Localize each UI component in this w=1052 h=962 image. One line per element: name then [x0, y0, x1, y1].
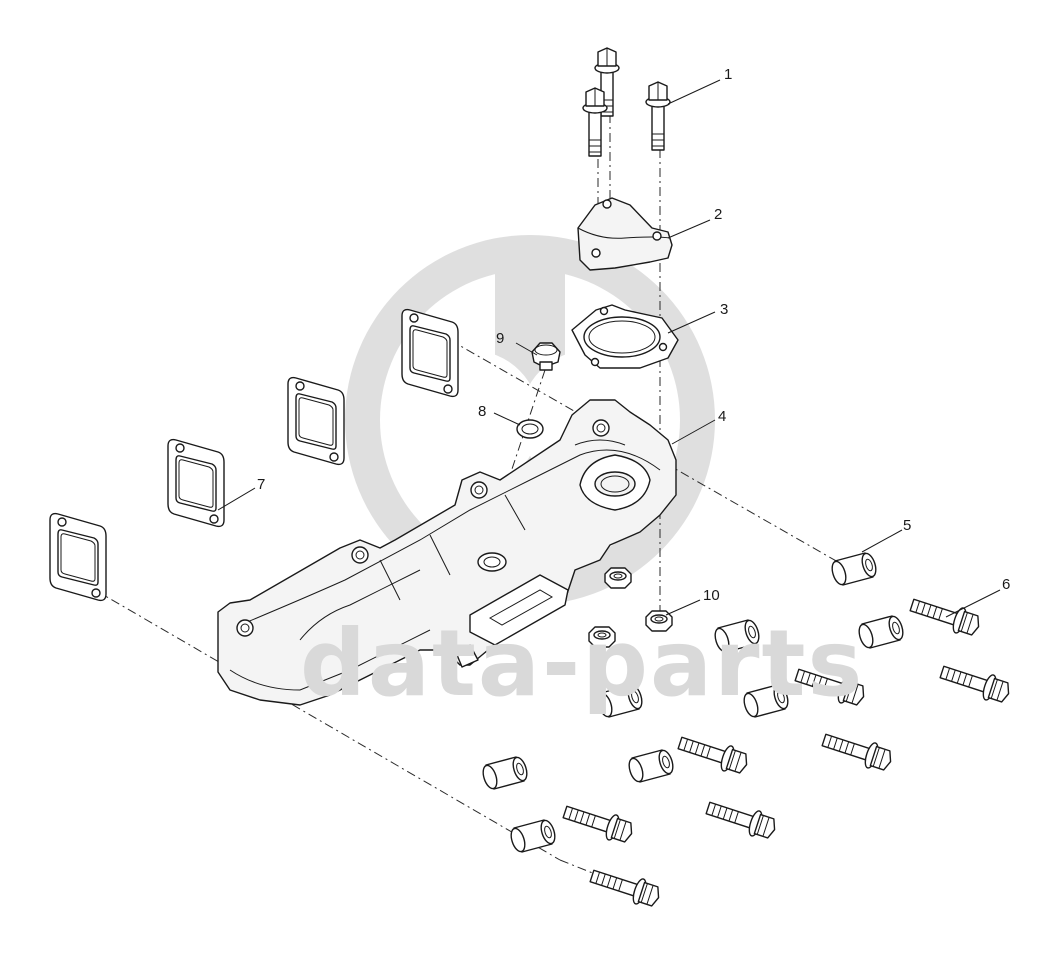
callout-1: 1	[724, 66, 732, 83]
watermark-text: data-parts	[300, 610, 864, 717]
exhaust-manifold-body	[217, 399, 677, 706]
callout-5: 5	[903, 517, 911, 534]
callout-labels: 1 2 3 4 5 6 7 8 9 10	[257, 66, 1010, 604]
round-gasket	[571, 304, 679, 369]
o-ring-8	[516, 419, 544, 439]
callout-4: 4	[718, 408, 726, 425]
cover-plate	[577, 197, 673, 271]
leader-lines	[217, 79, 1001, 618]
callout-9: 9	[496, 330, 504, 347]
callout-3: 3	[720, 301, 728, 318]
plug-9	[531, 342, 561, 371]
callout-2: 2	[714, 206, 722, 223]
callout-7: 7	[257, 476, 265, 493]
callout-8: 8	[478, 403, 486, 420]
top-bolts	[582, 47, 671, 157]
callout-10: 10	[703, 587, 720, 604]
callout-6: 6	[1002, 576, 1010, 593]
